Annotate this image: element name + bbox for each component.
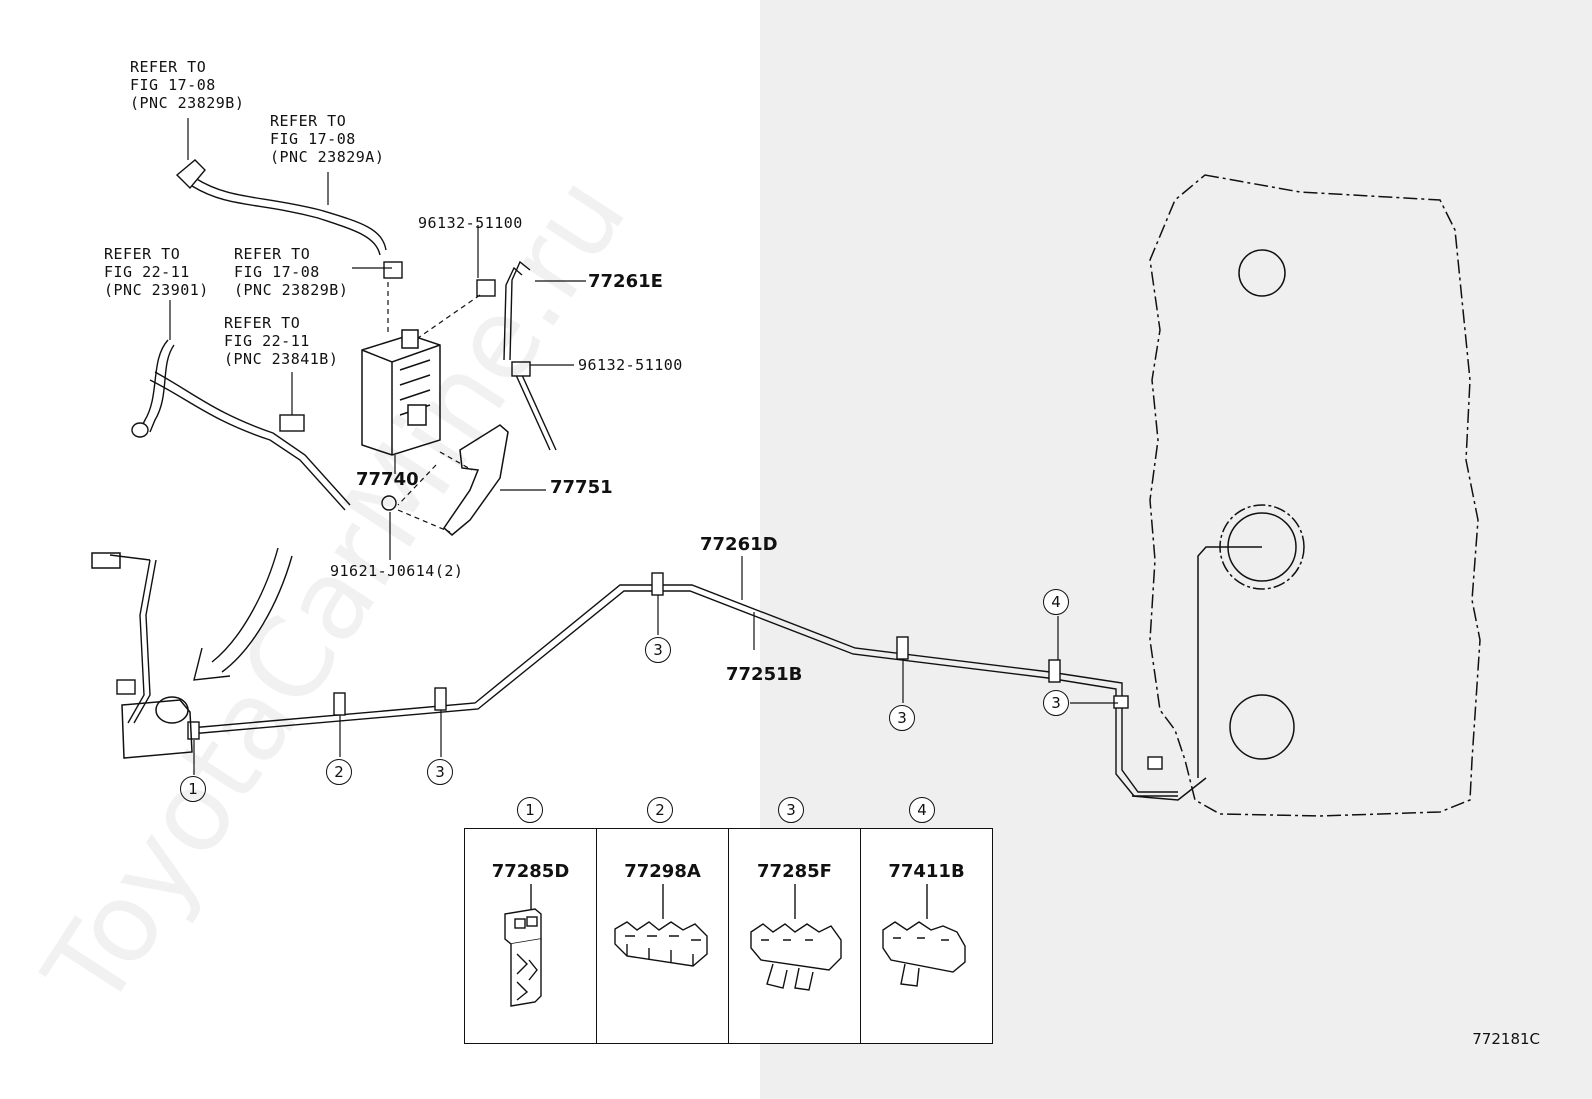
ref-line3: (PNC 23901): [104, 281, 209, 299]
callout-3: 3: [889, 705, 915, 731]
callout-1: 1: [180, 776, 206, 802]
ref-line1: REFER TO: [270, 112, 347, 130]
ref-line2: FIG 22-11: [224, 332, 310, 350]
vapor-tube-assembly: [109, 554, 1178, 797]
callout-3: 3: [427, 759, 453, 785]
legend-number-4: 4: [909, 797, 935, 823]
legend-number-2: 2: [647, 797, 673, 823]
ref-line2: FIG 17-08: [130, 76, 216, 94]
part-number-clip-top: 96132-51100: [418, 214, 523, 232]
callout-2: 2: [326, 759, 352, 785]
ref-line1: REFER TO: [224, 314, 301, 332]
figure-id: 772181C: [1472, 1030, 1540, 1048]
callout-3: 3: [1043, 690, 1069, 716]
legend-code: 77285F: [757, 861, 832, 882]
part-number-bolt: 91621-J0614(2): [330, 562, 464, 580]
clip-illustration: [882, 884, 966, 987]
part-number-hose: 77261E: [588, 271, 663, 292]
clip-illustration: [750, 884, 842, 991]
ref-line3: (PNC 23841B): [224, 350, 339, 368]
legend-number-1: 1: [517, 797, 543, 823]
ref-line1: REFER TO: [130, 58, 207, 76]
part-number-canister: 77740: [356, 469, 419, 490]
callout-4: 4: [1043, 589, 1069, 615]
legend-cell: 77298A: [597, 829, 729, 1043]
ref-line2: FIG 22-11: [104, 263, 190, 281]
ref-line3: (PNC 23829B): [234, 281, 349, 299]
callout-3: 3: [645, 637, 671, 663]
ref-line3: (PNC 23829B): [130, 94, 245, 112]
legend-cell: 77285D: [465, 829, 597, 1043]
legend-cell: 77411B: [861, 829, 992, 1043]
tank-port-upper: [1238, 249, 1286, 297]
part-number-bracket: 77751: [550, 477, 613, 498]
legend-cell: 77285F: [729, 829, 861, 1043]
ref-line1: REFER TO: [234, 245, 311, 263]
part-number-clip-side: 96132-51100: [578, 356, 683, 374]
clip-illustration: [504, 884, 542, 1007]
ref-line1: REFER TO: [104, 245, 181, 263]
tank-port-lower: [1229, 694, 1295, 760]
legend-number-3: 3: [778, 797, 804, 823]
fuel-tank-outline: [1149, 174, 1481, 817]
clip-illustration: [614, 884, 708, 967]
ref-line2: FIG 17-08: [270, 130, 356, 148]
legend-code: 77285D: [491, 861, 570, 882]
part-number-tube-lower: 77251B: [726, 664, 803, 685]
clip-legend-table: 77285D 77298A: [464, 828, 993, 1044]
legend-code: 77298A: [624, 861, 701, 882]
part-number-tube-upper: 77261D: [700, 534, 778, 555]
ref-line2: FIG 17-08: [234, 263, 320, 281]
legend-code: 77411B: [888, 861, 965, 882]
ref-line3: (PNC 23829A): [270, 148, 385, 166]
canister-drawing: [361, 329, 441, 456]
